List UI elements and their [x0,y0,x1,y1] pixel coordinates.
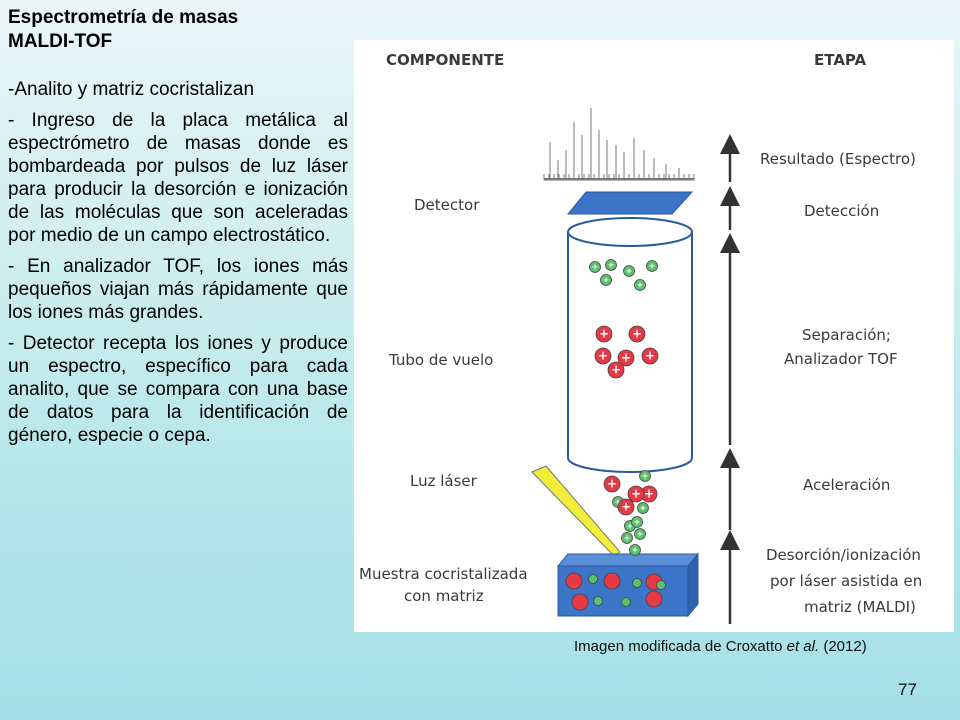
flight-tube-graphic [567,217,693,473]
ion-charge-label: + [627,520,634,530]
matrix-crystal [588,574,598,584]
stage-separation-line1: Separación; [802,326,891,344]
ion: + [594,347,612,365]
ion-charge-label: + [611,363,621,377]
stage-desorption-line1: Desorción/ionización [766,546,921,564]
maldi-tof-diagram: COMPONENTE ETAPA +++++++++++++++++++++++… [354,40,954,632]
ion: + [603,475,621,493]
ion-charge-label: + [631,487,641,501]
sample-plate-graphic [556,552,700,618]
page-number: 77 [898,680,917,699]
bullet-detector: - Detector recepta los iones y produce u… [8,333,348,446]
matrix-crystal [565,572,583,590]
label-flight-tube: Tubo de vuelo [388,351,493,369]
label-sample-line1: Muestra cocristalizada [359,565,528,583]
ion: + [641,347,659,365]
ion: + [600,274,612,286]
matrix-crystal [603,572,621,590]
stage-result: Resultado (Espectro) [760,150,916,168]
ions-layer: ++++++++++++++++++++++++ [565,259,666,611]
ion: + [627,485,645,503]
ion-charge-label: + [632,327,642,341]
stage-separation-line2: Analizador TOF [784,350,898,368]
caption-italic: et al. [786,638,820,655]
ion: + [621,532,633,544]
matrix-crystal [621,597,631,607]
ion-charge-label: + [603,274,610,284]
ion: + [631,516,643,528]
matrix-crystal [656,580,666,590]
ion-charge-label: + [649,260,656,270]
ion: + [617,498,635,516]
ion-charge-label: + [637,279,644,289]
ion: + [634,528,646,540]
ion: + [623,265,635,277]
ion: + [639,470,651,482]
ion: + [629,544,641,556]
ion-charge-label: + [644,487,654,501]
matrix-crystal [632,578,642,588]
matrix-crystal [645,590,663,608]
ion-charge-label: + [640,502,647,512]
ion-charge-label: + [592,261,599,271]
bullet-tof-analyzer: - En analizador TOF, los iones más peque… [8,256,348,323]
ion-charge-label: + [608,259,615,269]
bullet-cocrystallize: -Analito y matriz cocristalizan [8,79,255,100]
label-detector: Detector [414,196,480,214]
ion-charge-label: + [642,470,649,480]
ion: + [617,349,635,367]
ion: + [589,261,601,273]
ion-charge-label: + [637,528,644,538]
mass-spectrum-graphic [543,108,695,181]
ion-charge-label: + [624,532,631,542]
header-component: COMPONENTE [386,51,504,69]
ion: + [607,361,625,379]
stage-desorption-line2: por láser asistida en [770,572,922,590]
ion-charge-label: + [626,265,633,275]
caption-suffix: (2012) [819,638,867,655]
slide-text-block: Espectrometría de masas MALDI-TOF -Anali… [8,6,348,447]
slide-title-line1: Espectrometría de masas [8,7,239,28]
ion-charge-label: + [607,477,617,491]
ion: + [634,279,646,291]
ion: + [646,260,658,272]
ion-charge-label: + [598,349,608,363]
label-laser: Luz láser [410,472,478,490]
ion-charge-label: + [621,351,631,365]
bullet-laser-ionization: - Ingreso de la placa metálica al espect… [8,110,348,246]
ion-charge-label: + [632,544,639,554]
diagram-svg: COMPONENTE ETAPA +++++++++++++++++++++++… [359,51,922,624]
stage-desorption-line3: matriz (MALDI) [804,598,916,616]
ion-charge-label: + [645,349,655,363]
header-stage: ETAPA [814,51,867,69]
ion: + [605,259,617,271]
ion-charge-label: + [615,496,622,506]
figure-caption: Imagen modificada de Croxatto et al. (20… [574,638,944,655]
label-sample-line2: con matriz [404,587,484,605]
ion: + [595,325,613,343]
ion-charge-label: + [599,327,609,341]
matrix-crystal [593,596,603,606]
slide-title-line2: MALDI-TOF [8,31,113,52]
stage-acceleration: Aceleración [803,476,890,494]
caption-prefix: Imagen modificada de Croxatto [574,638,787,655]
ion: + [637,502,649,514]
ion-charge-label: + [621,500,631,514]
ion-charge-label: + [634,516,641,526]
laser-beam [531,465,621,557]
ion: + [628,325,646,343]
matrix-crystal [571,593,589,611]
stage-detection: Detección [804,202,879,220]
detector-plate [566,191,694,215]
